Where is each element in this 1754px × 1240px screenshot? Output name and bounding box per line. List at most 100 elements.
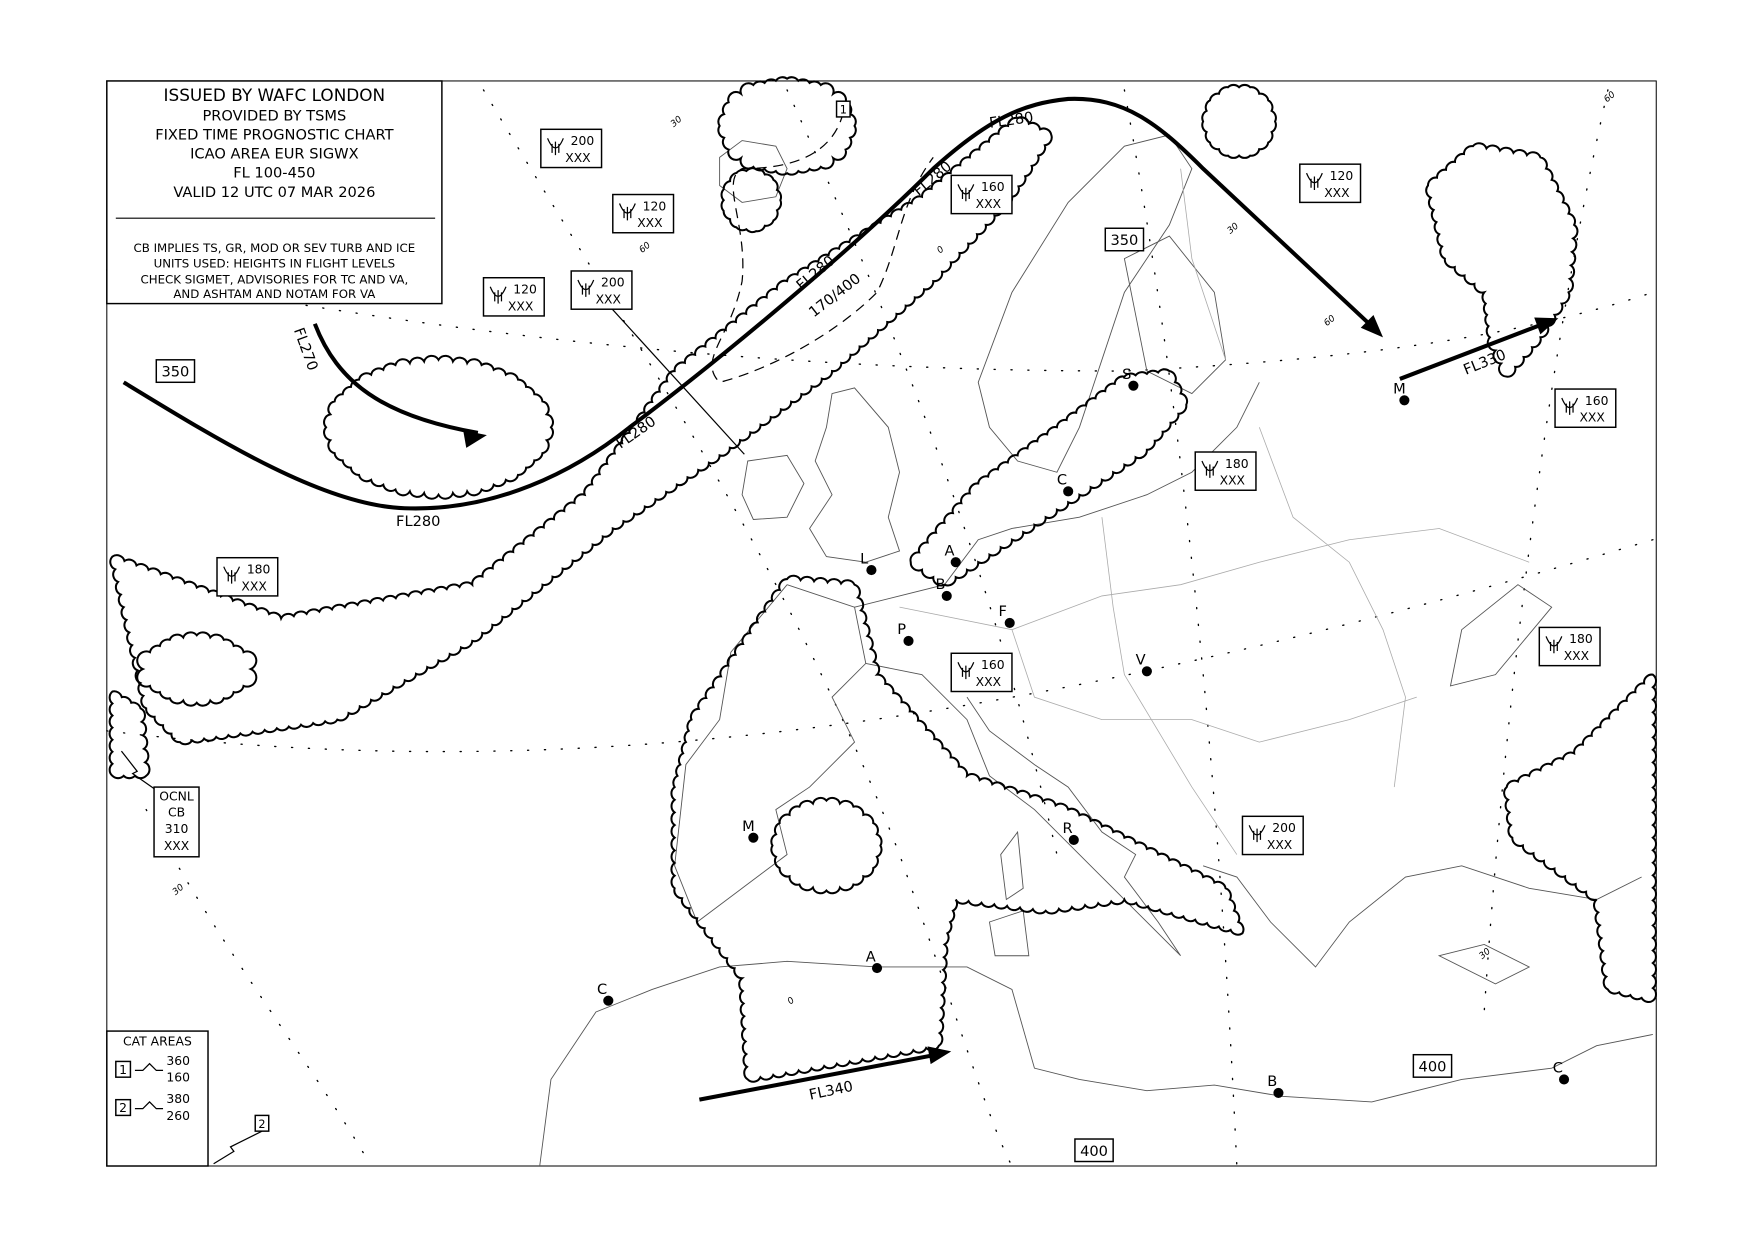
cb-top: 120: [1330, 169, 1354, 183]
jet-stream-line: [1399, 319, 1551, 381]
city-label: M: [1393, 381, 1406, 398]
cb-thunderstorm-icon: [1561, 397, 1579, 415]
cb-base: XXX: [1324, 186, 1350, 200]
jet-stream-line: [122, 96, 1376, 511]
cb-thunderstorm-icon: [547, 138, 564, 156]
issuer: ISSUED BY WAFC LONDON: [164, 85, 386, 105]
cb-cloud: [770, 796, 883, 895]
cb-cloud: [720, 167, 783, 234]
cb-thunderstorm-icon: [957, 184, 975, 202]
city-marker: [603, 995, 614, 1006]
tropopause-box: [155, 359, 196, 384]
area: ICAO AREA EUR SIGWX: [190, 146, 358, 163]
city-marker: [1068, 834, 1079, 845]
cb-base: XXX: [164, 839, 190, 853]
city-label: S: [1122, 366, 1131, 383]
tropopause-box: [1104, 227, 1145, 252]
provider: PROVIDED BY TSMS: [202, 107, 346, 124]
cb-cloud: [909, 368, 1189, 587]
cb-top: 310: [165, 822, 189, 836]
chart-type: FIXED TIME PROGNOSTIC CHART: [155, 126, 393, 143]
city-label: C: [1553, 1060, 1563, 1077]
cb-top: 120: [643, 199, 667, 213]
valid-time: VALID 12 UTC 07 MAR 2026: [173, 184, 375, 201]
cb-top: 200: [1272, 821, 1296, 835]
city-label: V: [1136, 652, 1146, 669]
jet-arrowhead-icon: [463, 430, 487, 448]
city-label: M: [742, 818, 755, 835]
jet-flight-level-label: FL280: [988, 109, 1034, 132]
cb-base: XXX: [976, 675, 1002, 689]
cb-top: 180: [247, 562, 271, 576]
cb-base: XXX: [976, 197, 1002, 211]
tropopause-height: 400: [1419, 1059, 1447, 1076]
cat-area-number: 2: [258, 1118, 265, 1131]
cat-legend: CAT AREAS 1 360 160 2 380 260: [106, 1030, 209, 1167]
cb-base: XXX: [596, 293, 622, 307]
city-label: A: [866, 948, 876, 965]
city-label: B: [936, 576, 946, 593]
city-label: F: [998, 603, 1006, 620]
cb-top: 180: [1569, 632, 1593, 646]
city-marker: [1399, 395, 1410, 406]
cb-cloud: [1425, 142, 1579, 378]
cb-cloud: [1503, 673, 1657, 1004]
jet-stream-line: [698, 1051, 943, 1102]
leader-line: [606, 303, 745, 455]
cat-top: 380: [166, 1092, 190, 1106]
cat-area-id: 2: [119, 1101, 127, 1115]
cb-top: 120: [513, 282, 537, 296]
jet-streams: [122, 96, 1559, 1102]
tropopause-height: 350: [161, 364, 189, 381]
country-borders: [899, 168, 1530, 855]
cb-thunderstorm-icon: [618, 203, 636, 221]
cb-thunderstorm-icon: [577, 279, 595, 297]
note-line: AND ASHTAM AND NOTAM FOR VA: [173, 287, 375, 301]
cb-base: XXX: [565, 151, 591, 165]
cat-area-tag: [254, 1114, 270, 1132]
city-label: R: [1063, 820, 1073, 837]
city-marker: [941, 590, 952, 601]
ocnl-cb-box: OCNL CB 310 XXX: [120, 750, 200, 858]
cb-thunderstorm-icon: [223, 566, 241, 584]
city-marker: [950, 557, 961, 568]
cb-top: 200: [601, 276, 625, 290]
cb-top: 200: [571, 134, 595, 148]
cb-base: XXX: [1267, 838, 1293, 852]
cb-base: XXX: [1564, 649, 1590, 663]
cat-base: 160: [166, 1071, 190, 1085]
city-marker: [748, 832, 759, 843]
city-marker: [903, 635, 914, 646]
city-label: C: [1057, 472, 1067, 489]
cb-base: XXX: [241, 579, 267, 593]
cb-thunderstorm-icon: [957, 662, 975, 680]
cb-top: 180: [1225, 457, 1249, 471]
cat-base: 260: [166, 1109, 190, 1123]
city-marker: [1063, 486, 1074, 497]
cb-label: CB: [168, 805, 185, 819]
note-line: CHECK SIGMET, ADVISORIES FOR TC AND VA,: [140, 272, 408, 286]
coastlines: [539, 134, 1653, 1167]
cat-symbol-icon: [134, 1062, 164, 1072]
city-label: A: [944, 542, 954, 559]
city-label: P: [897, 621, 906, 638]
cb-thunderstorm-icon: [489, 286, 507, 304]
city-marker: [1128, 380, 1139, 391]
cat-top: 360: [166, 1054, 190, 1068]
graticule-label: 0: [786, 996, 797, 1008]
cb-cloud: [323, 354, 554, 500]
cb-base: XXX: [637, 216, 663, 230]
jet-stream-line: [312, 323, 479, 435]
tropopause-box: [1412, 1053, 1453, 1078]
cat-legend-title: CAT AREAS: [123, 1035, 192, 1049]
